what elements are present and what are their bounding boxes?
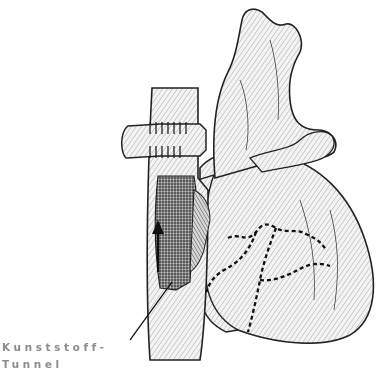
tunnel-label: Kunststoff- Tunnel (2, 340, 162, 374)
heart-ventricles (200, 150, 373, 343)
pulmonary-vein-connection (122, 124, 206, 158)
